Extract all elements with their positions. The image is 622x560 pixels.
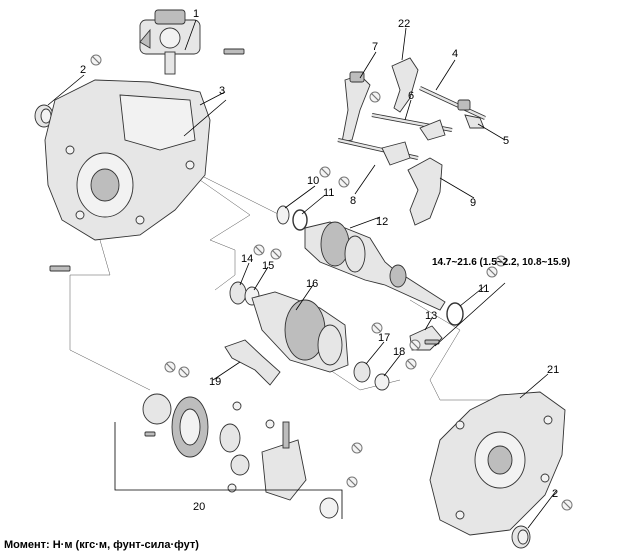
part-11-snap-ring-a [292, 209, 308, 231]
callout-11-top: 11 [323, 187, 334, 199]
callout-13: 13 [425, 310, 437, 322]
bolt-left [49, 265, 71, 272]
callout-17: 17 [378, 332, 390, 344]
callout-12: 12 [376, 216, 388, 228]
non-reusable-markers [90, 54, 573, 511]
part-14-bearing [229, 281, 247, 305]
part-17-bearing [353, 361, 371, 383]
callout-2-left: 2 [80, 64, 86, 76]
prohibition-circle-icon [178, 366, 190, 378]
prohibition-circle-icon [338, 176, 350, 188]
callout-15: 15 [262, 260, 274, 272]
prohibition-circle-icon [371, 322, 383, 334]
torque-spec-label: 14.7~21.6 (1.5~2.2, 10.8~15.9) [432, 257, 570, 268]
part-1-shift-control [139, 9, 201, 75]
callout-21: 21 [547, 364, 559, 376]
part-21-transaxle-case [429, 391, 566, 536]
callout-14: 14 [241, 253, 253, 265]
prohibition-circle-icon [405, 358, 417, 370]
prohibition-circle-icon [90, 54, 102, 66]
callout-2-right: 2 [552, 488, 558, 500]
prohibition-circle-icon [486, 266, 498, 278]
callout-20: 20 [193, 501, 205, 513]
callout-4: 4 [452, 48, 458, 60]
part-16-output-shaft [251, 291, 349, 373]
callout-9: 9 [470, 197, 476, 209]
callout-11-right: 11 [478, 283, 489, 295]
part-3-clutch-housing [44, 79, 211, 241]
callout-19: 19 [209, 376, 221, 388]
part-11-snap-ring-b [446, 302, 464, 326]
prohibition-circle-icon [495, 255, 507, 267]
callout-18: 18 [393, 346, 405, 358]
prohibition-circle-icon [164, 361, 176, 373]
part-9-shift-fork [407, 157, 443, 226]
prohibition-circle-icon [409, 339, 421, 351]
callout-1: 1 [193, 8, 199, 20]
callout-7: 7 [372, 41, 378, 53]
callout-16: 16 [306, 278, 318, 290]
part-7-shift-fork [341, 71, 371, 143]
torque-units-footer: Момент: Н·м (кгс·м, фунт-сила·фут) [4, 539, 199, 551]
part-12-input-shaft [304, 221, 446, 311]
part-4-shift-rail [419, 86, 486, 120]
part-22-shift-fork [391, 57, 419, 113]
part-2-oil-seal-right [511, 525, 531, 549]
prohibition-circle-icon [270, 248, 282, 260]
callout-labels: 1 2 3 7 22 4 6 5 8 9 10 11 12 11 13 14 1… [80, 8, 570, 513]
callout-10: 10 [307, 175, 319, 187]
callout-5: 5 [503, 135, 509, 147]
callout-22: 22 [398, 18, 410, 30]
part-6-shift-rail [371, 113, 453, 141]
leader-lines [47, 19, 557, 529]
part-10-snap-ring [276, 205, 290, 225]
callout-8: 8 [350, 195, 356, 207]
prohibition-circle-icon [319, 166, 331, 178]
callout-6: 6 [408, 90, 414, 102]
prohibition-circle-icon [346, 476, 358, 488]
bolt-retainer [424, 339, 440, 345]
part-20-differential [142, 393, 339, 519]
prohibition-circle-icon [351, 442, 363, 454]
bolt-top [223, 48, 245, 55]
prohibition-circle-icon [369, 91, 381, 103]
callout-3: 3 [219, 85, 225, 97]
part-19-bracket [224, 339, 281, 386]
prohibition-circle-icon [253, 244, 265, 256]
part-8-shift-rail [337, 138, 419, 166]
prohibition-circle-icon [561, 499, 573, 511]
part-18-seal [374, 373, 390, 391]
